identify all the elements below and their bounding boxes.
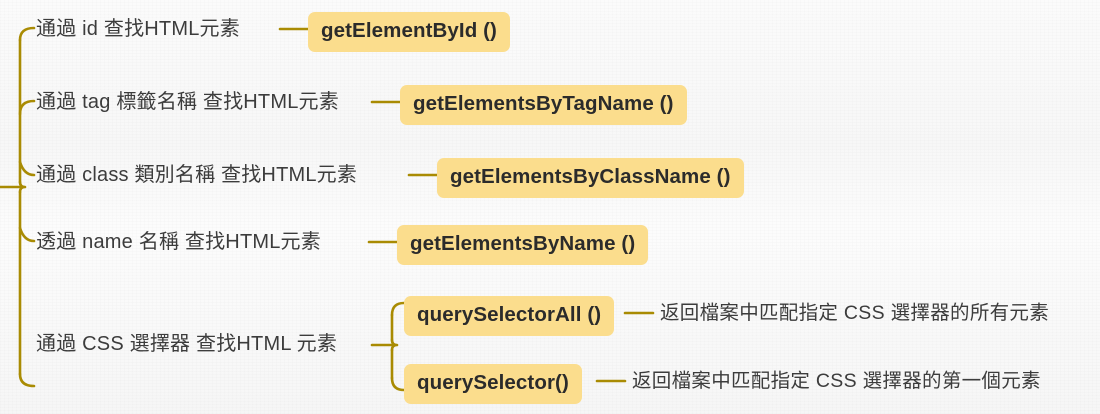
root-tick-branch-3 [18,160,36,177]
branch-label-by-name: 透過 name 名稱 查找HTML元素 [36,231,321,253]
method-chip-query-selector[interactable]: querySelector() [404,364,582,404]
root-bracket-arm-top [18,26,36,42]
branch-label-by-class: 通過 class 類別名稱 查找HTML元素 [36,164,358,186]
root-bracket-pinch [18,180,27,194]
method-chip-by-id[interactable]: getElementById () [308,12,510,52]
method-chip-label-by-class: getElementsByClassName () [437,158,744,198]
root-tick-branch-4 [18,226,36,243]
method-chip-label-by-name: getElementsByName () [397,225,649,265]
method-chip-label-by-id: getElementById () [308,12,510,52]
branch-label-by-css: 通過 CSS 選擇器 查找HTML 元素 [36,333,338,355]
css-bracket-arm-top [390,301,406,317]
css-bracket-arm-bottom [390,376,406,392]
root-tick-branch-2 [18,99,36,116]
branch-label-by-tag: 通過 tag 標籤名稱 查找HTML元素 [36,91,339,113]
method-chip-query-selector-all[interactable]: querySelectorAll () [404,296,615,336]
root-bracket-arm-bottom [18,372,36,388]
method-chip-by-class[interactable]: getElementsByClassName () [437,158,744,198]
description-query-selector-all: 返回檔案中匹配指定 CSS 選擇器的所有元素 [660,302,1050,324]
css-bracket-pinch [390,338,399,352]
description-query-selector: 返回檔案中匹配指定 CSS 選擇器的第一個元素 [632,370,1041,392]
method-chip-by-tag[interactable]: getElementsByTagName () [400,85,687,125]
method-chip-label-query-selector: querySelector() [404,364,582,404]
branch-label-by-id: 通過 id 查找HTML元素 [36,18,240,40]
method-chip-label-query-selector-all: querySelectorAll () [404,296,615,336]
method-chip-label-by-tag: getElementsByTagName () [400,85,687,125]
method-chip-by-name[interactable]: getElementsByName () [397,225,649,265]
